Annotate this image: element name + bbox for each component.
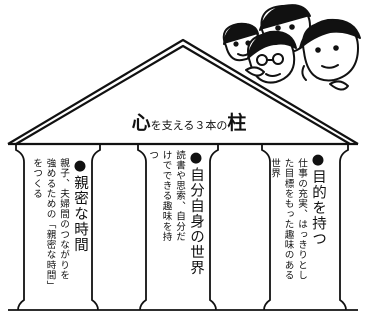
pillar-middle-description: 読書や思索、自分だけでできる趣味を持つ bbox=[147, 150, 185, 242]
family-illustration bbox=[222, 4, 361, 91]
pillar-right-title: ●目的を持つ bbox=[310, 152, 326, 247]
diagram-title: 心を支える３本の柱 bbox=[94, 108, 284, 135]
title-kokoro: 心 bbox=[131, 112, 151, 134]
title-middle: を支える３本の bbox=[150, 119, 228, 132]
pillar-right-description: 仕事の充実、はっきりとした目標をもった趣味のある世界 bbox=[269, 158, 307, 281]
pillars bbox=[8, 144, 358, 311]
pillar-middle-title: ●自分自身の世界 bbox=[188, 150, 204, 276]
title-hashira: 柱 bbox=[227, 112, 247, 134]
pillar-left-title: ●親密な時間 bbox=[72, 158, 88, 253]
pillar-left-description: 親子、夫婦間のつながりを強めるための「親密な時間」をつくる bbox=[31, 158, 69, 286]
roof bbox=[7, 38, 359, 146]
